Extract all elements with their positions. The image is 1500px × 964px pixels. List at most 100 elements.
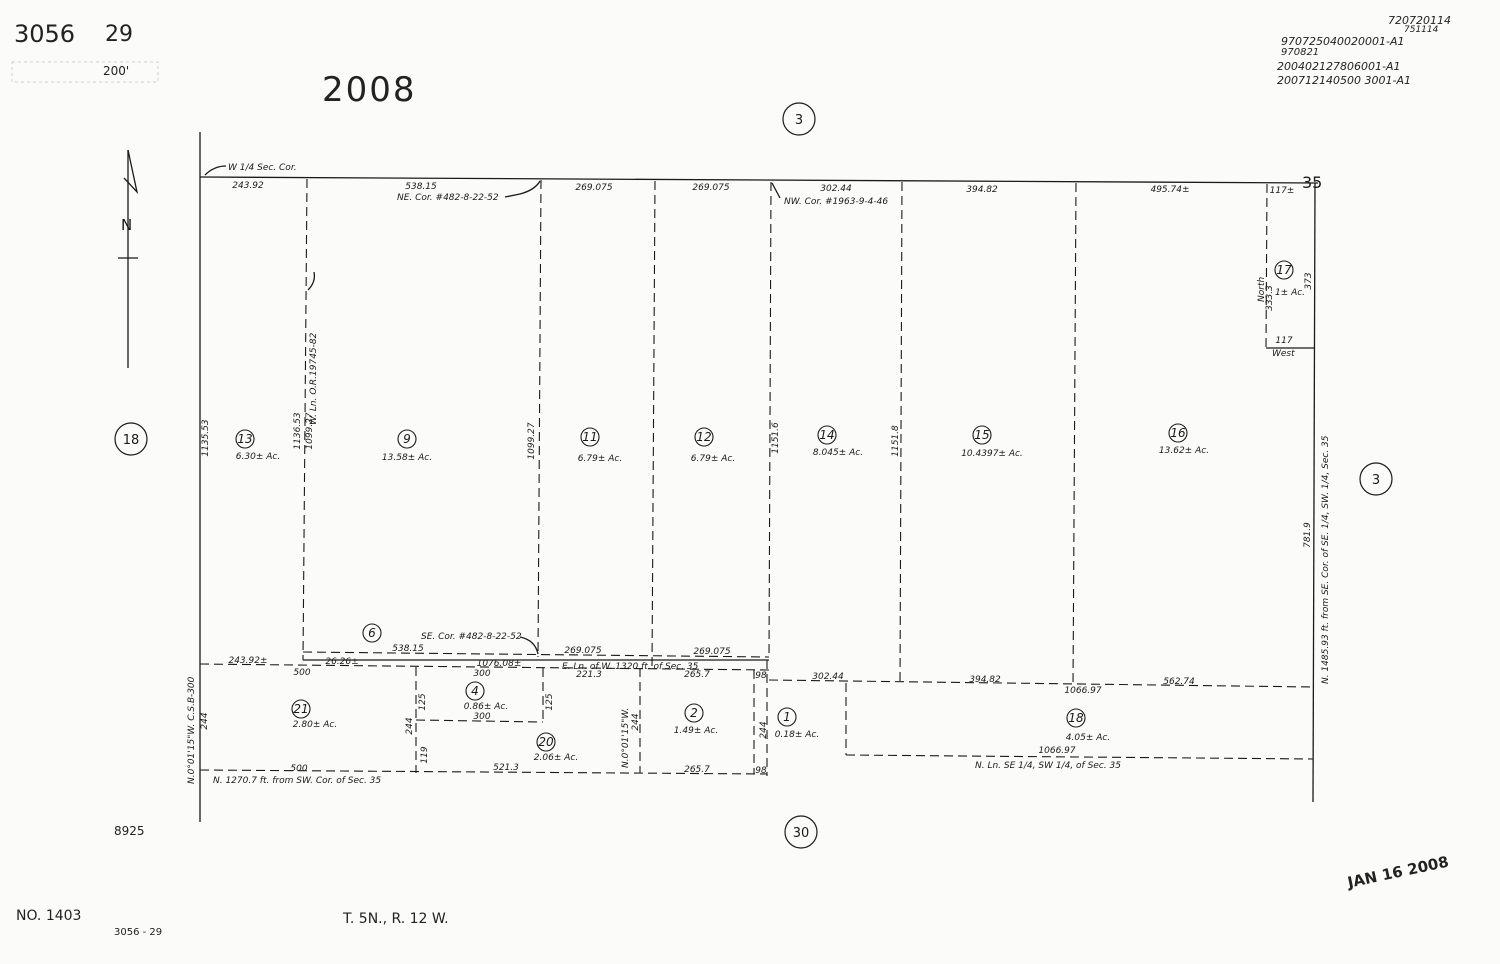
- dimension-d269075c: 269.075: [564, 646, 601, 656]
- parcel-number[interactable]: 17: [1276, 263, 1292, 277]
- parcel-circle: [362, 623, 382, 643]
- n-1270-label: N. 1270.7 ft. from SW. Cor. of Sec. 35: [213, 776, 381, 786]
- dimension-d49574: 495.74±: [1150, 185, 1189, 195]
- dimension-d11516b: 1151.8: [891, 425, 901, 457]
- parcel-number[interactable]: 11: [582, 430, 597, 444]
- parcel-acreage: 6.30± Ac.: [236, 452, 280, 462]
- west-line-label: W. Ln. O.R.19745-82: [309, 332, 319, 425]
- parcel-circle: [291, 699, 311, 719]
- parcel-acreage: 2.80± Ac.: [293, 720, 337, 730]
- parcel-acreage: 10.4397± Ac.: [961, 449, 1023, 459]
- dimension-d2657b: 265.7: [684, 765, 710, 775]
- parcel-acreage: 8.045± Ac.: [813, 448, 863, 458]
- dimension-d2657a: 265.7: [684, 670, 710, 680]
- parcel-circle: [465, 681, 485, 701]
- north-side-label: North: [1257, 277, 1267, 302]
- parcel-circle: [397, 429, 417, 449]
- dimension-d106697a: 1066.97: [1064, 686, 1101, 696]
- parcel-acreage: 1.49± Ac.: [674, 726, 718, 736]
- section-number: 35: [1302, 173, 1322, 192]
- dimension-d5213: 521.3: [493, 763, 519, 773]
- dimension-d53815b: 538.15: [392, 644, 424, 654]
- parcel-circle: [817, 425, 837, 445]
- dimension-d24392: 243.92: [232, 181, 264, 191]
- ref-number-top: 720720114: [1388, 14, 1451, 27]
- dimension-d2626: 26.26±: [325, 657, 358, 667]
- se-corner-label: SE. Cor. #482-8-22-52: [421, 632, 522, 642]
- dimension-d269075b: 269.075: [692, 183, 729, 193]
- adjacent-left[interactable]: 18: [123, 433, 140, 448]
- nw-corner-label: NW. Cor. #1963-9-4-46: [784, 197, 888, 207]
- dimension-d373: 373: [1304, 272, 1314, 289]
- parcel-number[interactable]: 21: [293, 702, 308, 716]
- parcel-acreage: 4.05± Ac.: [1066, 733, 1110, 743]
- dimension-d53815: 538.15: [405, 182, 437, 192]
- doc-number-3: 200402127806001-A1: [1277, 60, 1401, 73]
- dimension-d244c: 244: [631, 713, 641, 730]
- parcel-circle: [1168, 423, 1188, 443]
- parcel-labels: 136.30± Ac.913.58± Ac.116.79± Ac.126.79±…: [235, 260, 1305, 763]
- parcel-number[interactable]: 15: [974, 428, 989, 442]
- dimension-d244b: 244: [405, 717, 415, 734]
- bearing-label: N.0°01'15"W.: [621, 708, 631, 768]
- parcel-circle: [972, 425, 992, 445]
- adjacent-left-circle: [114, 422, 148, 456]
- dimension-d269075a: 269.075: [575, 183, 612, 193]
- dimension-d300a: 300: [473, 669, 490, 679]
- parcel-number[interactable]: 13: [237, 432, 252, 446]
- parcel-circle: [536, 732, 556, 752]
- adjacent-bottom[interactable]: 30: [793, 826, 810, 841]
- parcel-number[interactable]: 16: [1170, 426, 1186, 440]
- dimension-d269075d: 269.075: [693, 647, 730, 657]
- n-1485-label: N. 1485.93 ft. from SE. Cor. of SE. 1/4,…: [1321, 435, 1331, 684]
- adjacent-top[interactable]: 3: [795, 113, 803, 128]
- dimension-d117b: 117: [1275, 336, 1292, 346]
- dimension-d106697b: 1066.97: [1038, 746, 1075, 756]
- township-range: T. 5N., R. 12 W.: [343, 911, 449, 927]
- scale-value: 200': [103, 64, 130, 78]
- parcel-acreage: 6.79± Ac.: [691, 454, 735, 464]
- lot-lines: [199, 178, 1315, 776]
- adjacent-top-circle: [782, 102, 816, 136]
- parcel-number[interactable]: 9: [403, 432, 411, 446]
- dimension-d2213: 221.3: [576, 670, 602, 680]
- dimension-d109927a: 1099.27: [305, 412, 315, 449]
- parcel-number[interactable]: 2: [690, 706, 698, 720]
- parcel-number[interactable]: 1: [783, 710, 791, 724]
- map-year: 2008: [322, 70, 417, 110]
- bearing-cs-label: N.0°01'15"W. C.S.B-300: [187, 676, 197, 784]
- dimension-d98b: 98: [755, 766, 767, 776]
- parcel-circle: [684, 703, 704, 723]
- w-quarter-sec-cor: W 1/4 Sec. Cor.: [228, 163, 297, 173]
- parcel-number[interactable]: 6: [368, 626, 376, 640]
- map-number: NO. 1403: [16, 908, 82, 924]
- adjacent-right[interactable]: 3: [1372, 473, 1380, 488]
- page-number: 29: [105, 22, 133, 47]
- ref-number-top2: 751114: [1404, 25, 1439, 35]
- adjacent-bottom-circle: [784, 815, 818, 849]
- doc-number-4: 200712140500 3001-A1: [1277, 74, 1411, 87]
- book-number: 3056: [14, 20, 76, 48]
- dimension-d107608: 1076.08±: [477, 659, 522, 669]
- dimension-d30244b: 302.44: [812, 672, 844, 682]
- parcel-number[interactable]: 4: [471, 684, 479, 698]
- parcel-number[interactable]: 18: [1068, 711, 1084, 725]
- map-code: 8925: [114, 824, 145, 838]
- dimension-d125b: 125: [545, 693, 555, 710]
- parcel-acreage: 13.58± Ac.: [382, 453, 432, 463]
- dimension-d500a: 500: [293, 668, 310, 678]
- dimension-d244a: 244: [200, 712, 210, 729]
- dimension-d125a: 125: [418, 693, 428, 710]
- parcel-circle: [694, 427, 714, 447]
- parcel-number[interactable]: 14: [819, 428, 834, 442]
- parcel-number[interactable]: 20: [538, 735, 554, 749]
- parcel-acreage: 0.18± Ac.: [775, 730, 819, 740]
- parcel-circle: [1066, 708, 1086, 728]
- ne-corner-label: NE. Cor. #482-8-22-52: [397, 193, 499, 203]
- dimension-d7819: 781.9: [1303, 522, 1313, 548]
- parcel-number[interactable]: 12: [696, 430, 711, 444]
- parcel-acreage: 0.86± Ac.: [464, 702, 508, 712]
- adjacent-right-circle: [1359, 462, 1393, 496]
